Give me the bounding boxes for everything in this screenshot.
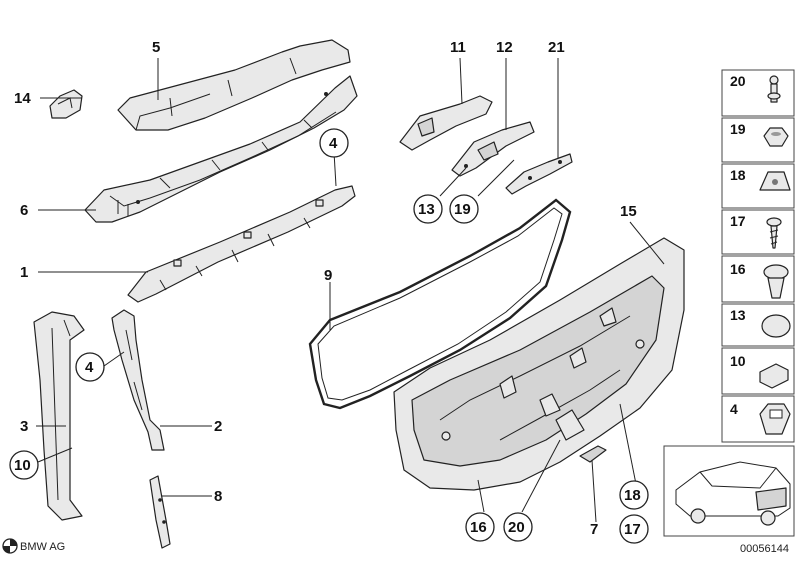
part-11-handle-cover xyxy=(399,95,493,151)
callout-7: 7 xyxy=(590,521,598,538)
part-15-tailgate-panel xyxy=(393,237,685,491)
callout-19: 19 xyxy=(454,201,471,218)
nut-19-icon xyxy=(763,127,789,147)
legend-label-19: 19 xyxy=(730,121,746,137)
callout-18: 18 xyxy=(624,487,641,504)
legend-label-13: 13 xyxy=(730,307,746,323)
part-12-grip xyxy=(451,121,535,177)
plug-13-icon xyxy=(761,314,791,338)
callout-6: 6 xyxy=(20,202,28,219)
diagram-id: 00056144 xyxy=(740,543,789,555)
pad-10-icon xyxy=(759,363,789,389)
callout-4-left: 4 xyxy=(85,359,94,376)
legend-label-18: 18 xyxy=(730,167,746,183)
legend-label-4: 4 xyxy=(730,401,738,417)
screw-17-icon xyxy=(766,217,782,249)
callout-20: 20 xyxy=(508,519,525,536)
part-6-long-panel xyxy=(84,75,358,223)
part-9-seal xyxy=(308,198,572,410)
part-14-clip xyxy=(49,89,83,119)
callout-4-top: 4 xyxy=(329,135,338,152)
callout-15: 15 xyxy=(620,203,637,220)
callout-circles xyxy=(9,128,649,544)
rivet-16-icon xyxy=(763,264,789,299)
callout-9: 9 xyxy=(324,267,332,284)
screw-20-icon xyxy=(767,75,781,103)
callout-12: 12 xyxy=(496,39,513,56)
hardware-legend: 20 19 18 17 16 13 10 4 xyxy=(721,69,795,443)
part-1-sill-trim xyxy=(127,185,356,303)
part-7-clip xyxy=(579,445,607,463)
callout-11: 11 xyxy=(450,39,466,56)
callout-10: 10 xyxy=(14,457,31,474)
callout-13: 13 xyxy=(418,201,435,218)
footer-copyright: BMW AG xyxy=(20,541,65,553)
bmw-logo xyxy=(2,538,18,554)
callout-21: 21 xyxy=(548,39,565,56)
callout-14: 14 xyxy=(14,90,31,107)
part-8-bracket xyxy=(149,475,171,549)
callout-3: 3 xyxy=(20,418,28,435)
callout-16: 16 xyxy=(470,519,487,536)
part-3-pillar-trim xyxy=(33,311,85,521)
callout-5: 5 xyxy=(152,39,160,56)
legend-label-20: 20 xyxy=(730,73,746,89)
callout-2: 2 xyxy=(214,418,222,435)
leader-lines xyxy=(36,57,665,523)
part-5-upper-trim xyxy=(117,39,351,131)
part-2-bracket xyxy=(111,309,165,451)
part-21-bracket xyxy=(505,153,573,195)
clip-nut-18-icon xyxy=(759,171,791,191)
legend-label-10: 10 xyxy=(730,353,746,369)
callout-8: 8 xyxy=(214,488,222,505)
legend-label-17: 17 xyxy=(730,213,746,229)
legend-label-16: 16 xyxy=(730,261,746,277)
car-thumbnail xyxy=(663,445,795,537)
callout-17: 17 xyxy=(624,521,641,538)
callout-1: 1 xyxy=(20,264,28,281)
clip-4-icon xyxy=(759,403,791,435)
